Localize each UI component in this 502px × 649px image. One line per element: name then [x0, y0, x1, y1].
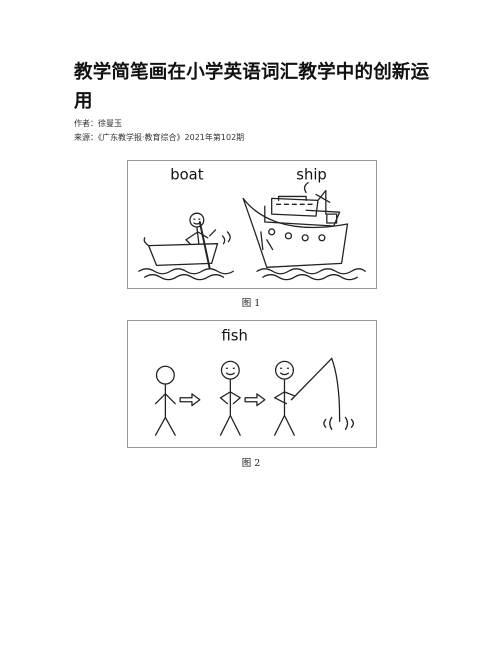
label-fish: fish: [221, 328, 247, 345]
watermark-1: · · · · · ·: [326, 282, 341, 287]
figure-fish: fish · · · ·: [127, 320, 377, 448]
stick-figure-fishing: [274, 357, 355, 436]
author-line: 作者：徐曼玉: [74, 119, 122, 128]
figure2-caption: 图 2: [241, 458, 261, 469]
fish-drawing: fish · · · ·: [154, 328, 355, 445]
label-ship: ship: [296, 167, 327, 184]
arrow-1: [179, 393, 201, 407]
boat-illustration: [138, 212, 234, 281]
boat-ship-drawing: boat ship: [138, 167, 366, 287]
arrow-2: [244, 393, 266, 407]
stick-figure-plain: [154, 365, 176, 436]
figure1-caption: 图 1: [241, 298, 261, 309]
source-line: 来源：《广东教学报·教育综合》2021年第102期: [74, 133, 245, 142]
article-title: 教学简笔画在小学英语词汇教学中的创新运用: [74, 62, 430, 112]
ship-illustration: [242, 182, 366, 281]
figure-boat-ship: boat ship: [127, 160, 377, 289]
stick-figure-smiling: [219, 360, 241, 436]
label-boat: boat: [170, 167, 203, 184]
watermark-2: · · · · · ·: [338, 440, 353, 445]
